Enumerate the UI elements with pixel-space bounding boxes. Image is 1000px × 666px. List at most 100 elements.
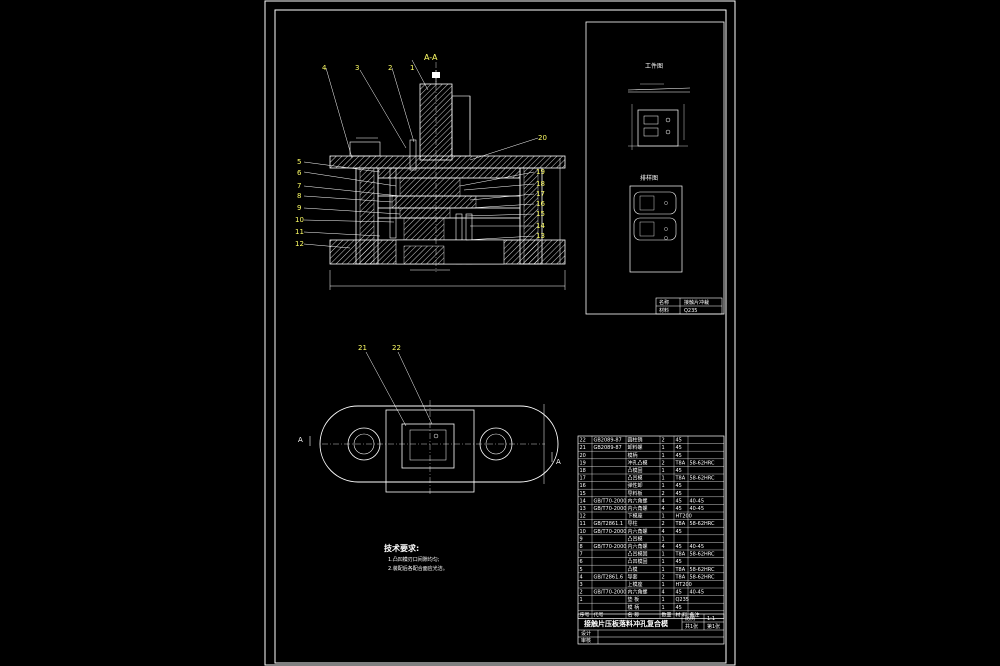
bom-cell: 上模座: [628, 581, 643, 588]
bom-cell: T8A: [675, 476, 686, 482]
part-number: 5: [297, 158, 301, 166]
bom-cell: GB/T70-2000: [594, 544, 627, 550]
ratio-value: 1:1: [707, 616, 715, 622]
bom-cell: 45: [676, 506, 682, 512]
bom-cell: 内六角螺: [628, 528, 648, 535]
bom-cell: 凸凹模固: [628, 551, 648, 558]
bom-cell: HT200: [676, 514, 692, 520]
bom-cell: 内六角螺: [628, 589, 648, 596]
tech-requirement-item: 2.装配后各配合面应光洁。: [388, 565, 448, 572]
bom-cell: 凸模固: [628, 467, 643, 474]
left-leaders: [303, 59, 429, 249]
workpiece-title: 工件图: [645, 62, 663, 70]
workpiece-drawing: 工件图: [627, 62, 691, 150]
bom-header-cell: 名 称: [628, 611, 640, 618]
bom-cell: 1: [662, 597, 665, 603]
bom-cell: 58-62HRC: [690, 476, 716, 482]
mini-cell: 名称: [659, 299, 669, 306]
bom-cell: 内六角螺: [628, 497, 648, 504]
drawing-title: 接触片压板落料冲孔复合模: [584, 619, 669, 628]
bom-cell: 10: [580, 529, 586, 535]
bom-cell: 2: [662, 491, 665, 497]
bom-cell: T8A: [675, 460, 686, 466]
bom-cell: 1: [662, 567, 665, 573]
bom-cell: 1: [662, 514, 665, 520]
bom-cell: 冲孔凸模: [628, 459, 648, 466]
bom-cell: 导套: [628, 573, 638, 580]
layout-drawing: 排样图: [629, 174, 683, 273]
workpiece-panel: [585, 21, 725, 315]
bom-cell: 22: [580, 438, 586, 444]
part-number: 13: [536, 232, 545, 240]
bom-cell: 45: [676, 468, 682, 474]
bom-cell: 1: [662, 559, 665, 565]
bom-cell: 凸凹模: [628, 475, 643, 482]
bom-cell: 2: [662, 438, 665, 444]
mini-cell: 材料: [659, 307, 669, 314]
bom-cell: GB/T70-2000: [594, 506, 627, 512]
bom-cell: 4: [662, 506, 665, 512]
bom-cell: 1: [662, 476, 665, 482]
bom-cell: 40-45: [690, 506, 705, 512]
bom-cell: 卸料螺: [628, 444, 643, 451]
bom-cell: 19: [580, 460, 586, 466]
bom-cell: GB/T70-2000: [594, 590, 627, 596]
sheet-inner-border: [274, 9, 727, 664]
bom-cell: Q235: [676, 597, 689, 603]
tech-requirements: 技术要求: 1.凸凹模刃口间隙均匀; 2.装配后各配合面应光洁。: [384, 543, 448, 572]
bom-cell: 11: [580, 521, 586, 527]
mini-cell: Q235: [684, 308, 697, 314]
bom-cell: 1: [662, 605, 665, 611]
bom-cell: GB2089-87: [594, 445, 622, 451]
sheet-value: 第1张: [707, 623, 720, 630]
section-mark-left: A: [298, 436, 303, 444]
ratio-label: 比例: [685, 615, 695, 622]
bom-cell: 21: [580, 445, 586, 451]
part-number: 2: [388, 64, 392, 72]
design-label: 设计: [581, 630, 591, 637]
bom-cell: 1: [662, 552, 665, 558]
part-number: 3: [355, 64, 359, 72]
part-number: 8: [297, 192, 301, 200]
bom-header-cell: 备注: [690, 611, 700, 618]
bom-cell: 45: [676, 438, 682, 444]
tech-requirement-item: 1.凸凹模刃口间隙均匀;: [388, 556, 440, 563]
part-number: 21: [358, 344, 367, 352]
bom-cell: 13: [580, 506, 586, 512]
bom-cell: 模 柄: [628, 604, 640, 611]
bom-cell: 45: [676, 445, 682, 451]
bom-cell: 58-62HRC: [690, 552, 716, 558]
bom-cell: 58-62HRC: [690, 567, 716, 573]
bom-cell: 16: [580, 483, 586, 489]
part-number: 7: [297, 182, 301, 190]
material-table: 名称 接触片冲裁 材料 Q235: [655, 297, 723, 315]
bom-cell: GB/T2861.1: [594, 521, 624, 527]
bom-header-cell: 序号: [580, 611, 590, 618]
bom-cell: 2: [662, 574, 665, 580]
bom-cell: 17: [580, 476, 586, 482]
bom-cell: 凸凹模: [628, 535, 643, 542]
bom-cell: 6: [580, 559, 583, 565]
bom-cell: 45: [676, 605, 682, 611]
bom-cell: 8: [580, 544, 583, 550]
part-number: 9: [297, 204, 301, 212]
bom-cell: 凸凹模固: [628, 558, 648, 565]
review-label: 审核: [581, 637, 591, 644]
bom-cell: T8A: [675, 574, 686, 580]
part-number: 18: [536, 180, 545, 188]
bom-cell: GB/T70-2000: [594, 529, 627, 535]
bom-cell: 4: [580, 574, 583, 580]
bom-cell: 3: [580, 582, 583, 588]
bom-cell: 4: [662, 529, 665, 535]
bom-cell: 1: [580, 597, 583, 603]
bom-cell: 1: [662, 483, 665, 489]
part-number: 4: [322, 64, 327, 72]
bom-cell: 1: [662, 445, 665, 451]
part-number: 14: [536, 222, 545, 230]
bom-cell: T8A: [675, 567, 686, 573]
part-number: 10: [295, 216, 304, 224]
bom-cell: 模柄: [628, 452, 638, 459]
part-number: 17: [536, 190, 545, 198]
bom-cell: T8A: [675, 521, 686, 527]
part-number: 20: [538, 134, 547, 142]
